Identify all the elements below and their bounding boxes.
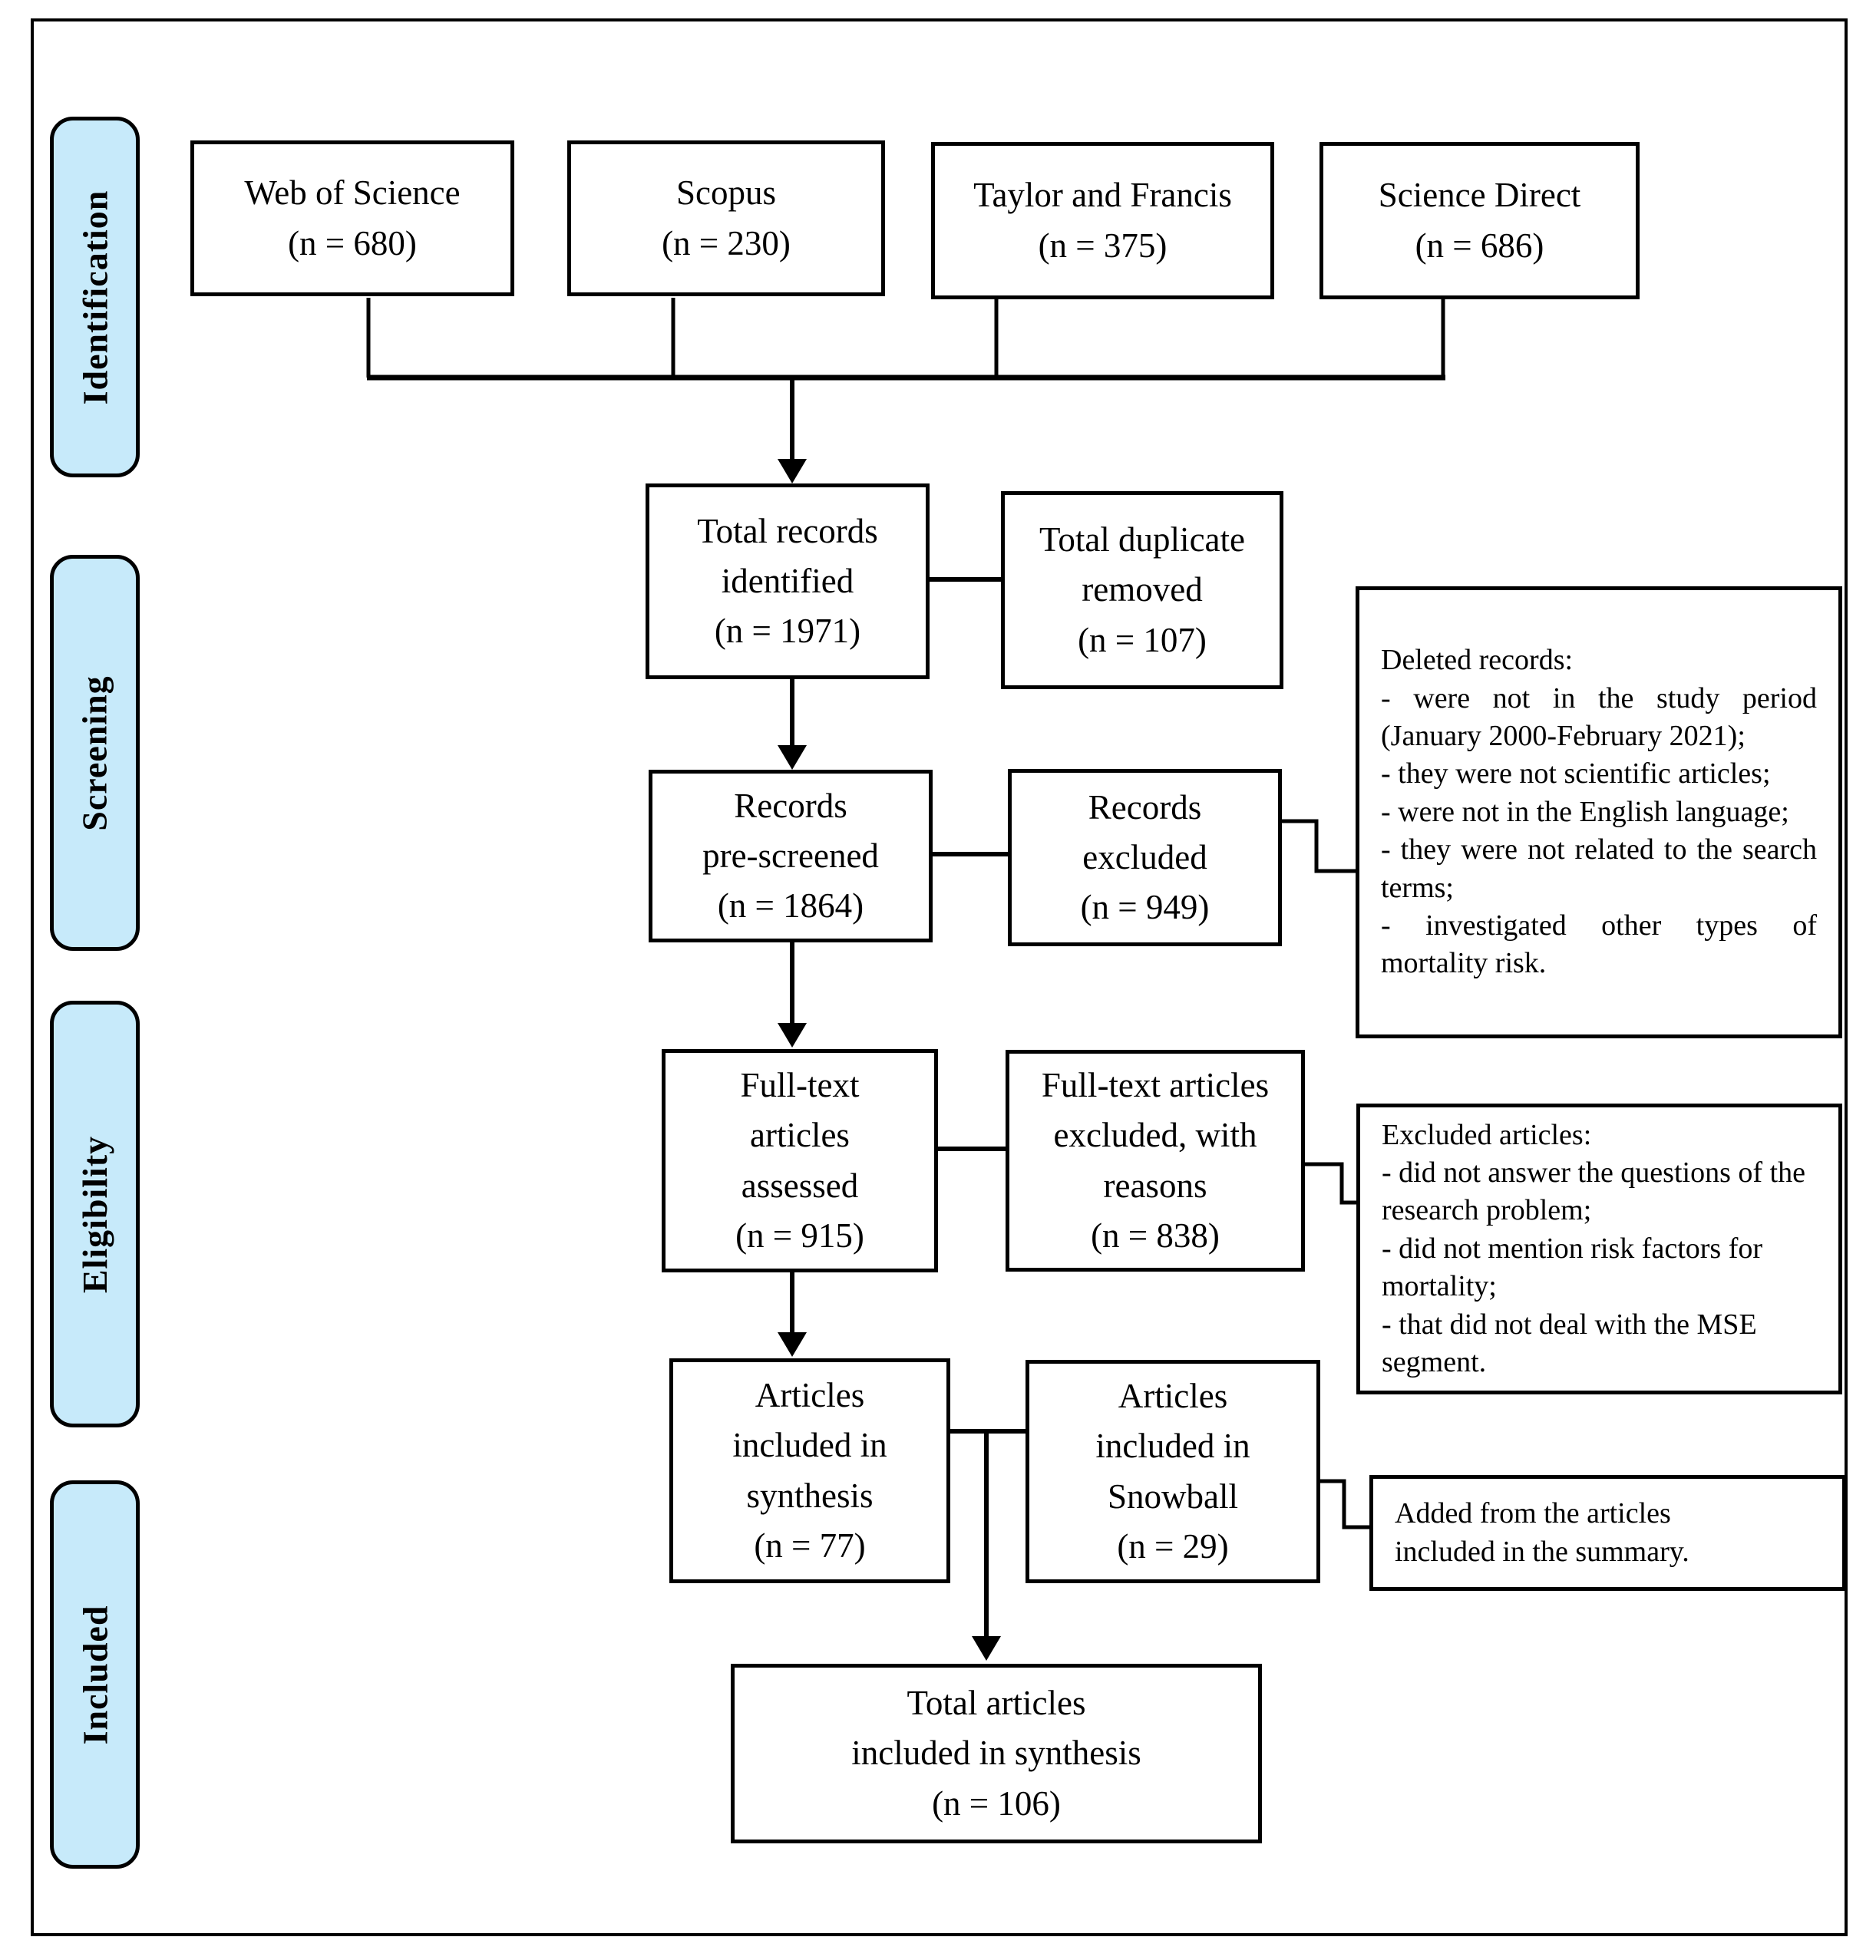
source-box-taylor-and-francis: Taylor and Francis (n = 375) — [931, 142, 1274, 299]
box-records-excluded: Records excluded (n = 949) — [1008, 769, 1282, 946]
note-text: Excluded articles: - did not answer the … — [1382, 1118, 1805, 1378]
box-label: Articles included in Snowball (n = 29) — [1095, 1377, 1250, 1566]
arrow-to-total — [972, 1431, 1001, 1661]
source-name: Science Direct — [1378, 176, 1581, 215]
source-box-science-direct: Science Direct (n = 686) — [1319, 142, 1640, 299]
box-label: Total duplicate removed (n = 107) — [1039, 520, 1245, 659]
stage-tab-screening: Screening — [50, 555, 140, 951]
elbow-excluded-to-deleted-note — [1282, 819, 1356, 873]
stage-tab-identification: Identification — [50, 117, 140, 477]
arrow-to-prescreened — [778, 679, 807, 770]
arrow-to-identified — [778, 378, 807, 483]
arrow-to-synthesis — [778, 1272, 807, 1357]
box-articles-snowball: Articles included in Snowball (n = 29) — [1026, 1360, 1320, 1583]
box-label: Full-text articles excluded, with reason… — [1041, 1066, 1270, 1255]
box-total-duplicate-removed: Total duplicate removed (n = 107) — [1001, 491, 1283, 689]
stage-tab-included: Included — [50, 1480, 140, 1869]
note-added-from-articles: Added from the articles included in the … — [1369, 1475, 1846, 1591]
source-name: Taylor and Francis — [973, 176, 1232, 215]
note-excluded-articles: Excluded articles: - did not answer the … — [1356, 1104, 1842, 1394]
stage-label: Screening — [75, 675, 114, 831]
diagram-border — [31, 18, 1848, 1936]
box-label: Articles included in synthesis (n = 77) — [732, 1376, 887, 1565]
box-label: Records pre-screened (n = 1864) — [702, 786, 879, 926]
source-count: (n = 686) — [1415, 226, 1544, 265]
note-text: Added from the articles included in the … — [1395, 1497, 1689, 1568]
arrow-to-fulltext — [778, 942, 807, 1048]
stage-label: Included — [75, 1605, 115, 1744]
stage-label: Identification — [75, 190, 114, 404]
box-label: Total articles included in synthesis (n … — [851, 1684, 1141, 1823]
source-box-web-of-science: Web of Science (n = 680) — [190, 140, 514, 296]
box-total-records-identified: Total records identified (n = 1971) — [646, 483, 930, 679]
source-box-scopus: Scopus (n = 230) — [567, 140, 885, 296]
source-name: Web of Science — [244, 173, 461, 213]
box-records-pre-screened: Records pre-screened (n = 1864) — [649, 770, 933, 942]
stage-label: Eligibility — [75, 1135, 115, 1293]
box-label: Total records identified (n = 1971) — [697, 511, 878, 651]
note-deleted-records: Deleted records: - were not in the study… — [1356, 586, 1842, 1038]
box-total-articles: Total articles included in synthesis (n … — [731, 1664, 1262, 1843]
source-count: (n = 680) — [288, 223, 417, 262]
box-label: Records excluded (n = 949) — [1080, 787, 1210, 927]
box-full-text-excluded: Full-text articles excluded, with reason… — [1006, 1050, 1305, 1272]
elbow-fulltext-to-excluded-note — [1305, 1162, 1356, 1205]
box-label: Full-text articles assessed (n = 915) — [735, 1066, 864, 1255]
note-text: Deleted records: - were not in the study… — [1381, 644, 1817, 980]
box-full-text-assessed: Full-text articles assessed (n = 915) — [662, 1049, 938, 1272]
source-count: (n = 230) — [662, 223, 791, 262]
source-name: Scopus — [675, 173, 776, 213]
stage-tab-eligibility: Eligibility — [50, 1001, 140, 1427]
source-count: (n = 375) — [1038, 226, 1168, 265]
box-articles-synthesis: Articles included in synthesis (n = 77) — [669, 1358, 950, 1583]
elbow-snowball-to-added-note — [1320, 1479, 1369, 1529]
